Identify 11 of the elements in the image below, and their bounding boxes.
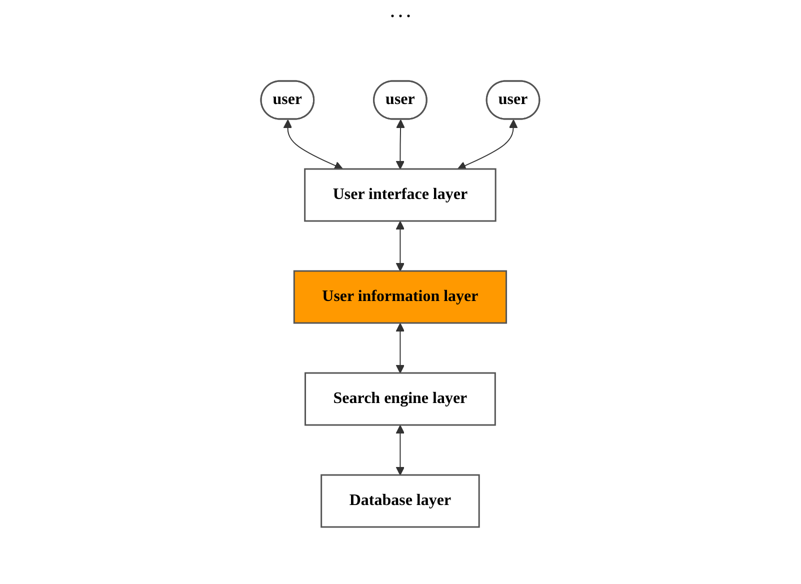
ellipsis-text: . . . <box>390 4 410 21</box>
arrow <box>396 120 406 170</box>
node-box: Search engine layer <box>304 372 496 426</box>
node-box: User interface layer <box>304 168 497 222</box>
arrow <box>284 120 344 170</box>
arrow <box>458 120 518 170</box>
node-box: User information layer <box>294 270 508 324</box>
arrow <box>396 323 405 374</box>
arrow <box>396 221 405 272</box>
node-box: Database layer <box>320 474 480 528</box>
arrow <box>396 425 405 476</box>
